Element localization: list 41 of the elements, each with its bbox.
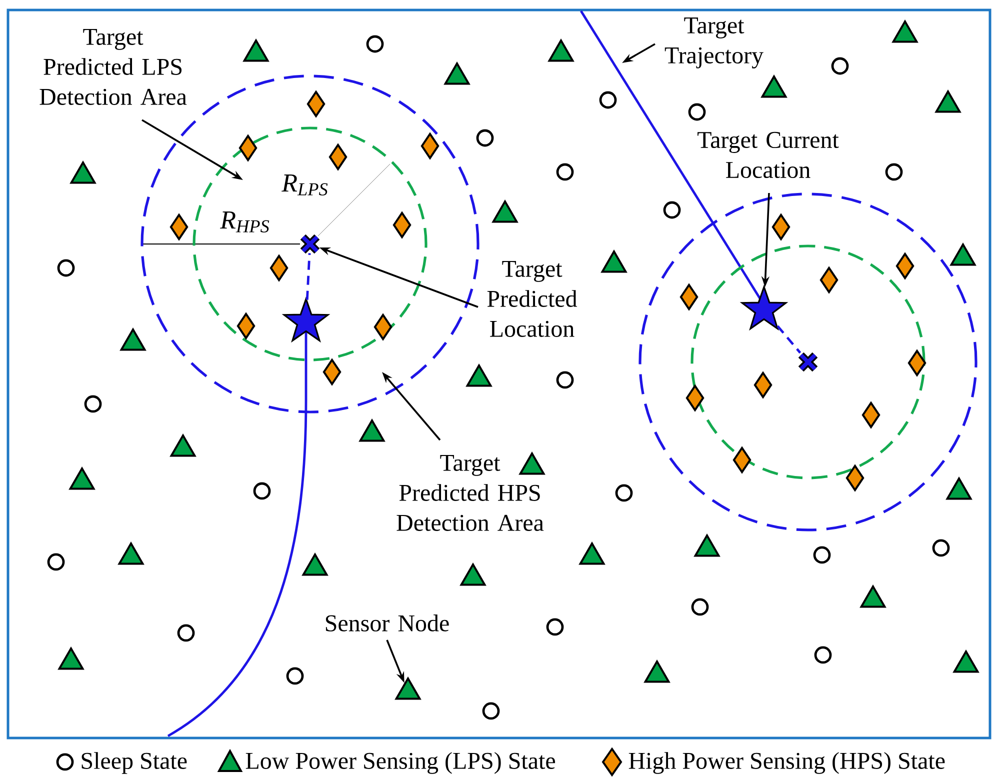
sleep-sensor: [476, 129, 494, 147]
radius-label: R$_{LPS}$: [282, 174, 328, 196]
sleep-sensor: [599, 91, 617, 109]
sleep-sensor: [831, 57, 849, 75]
predicted-path: [306, 253, 311, 300]
sleep-sensor: [663, 201, 681, 219]
sleep-sensor: [366, 35, 384, 53]
sleep-sensor: [885, 163, 903, 181]
callout-text: Target Trajectory: [664, 18, 764, 68]
detection-ring: [690, 244, 926, 480]
callout-text: Sensor Node: [326, 614, 449, 632]
sleep-sensor: [286, 667, 304, 685]
sleep-sensor: [813, 546, 831, 564]
sleep-sensor: [814, 646, 832, 664]
sleep-sensor: [691, 598, 709, 616]
callout-text: Target Predicted Location: [487, 261, 578, 337]
sleep-sensor: [688, 103, 706, 121]
sleep-sensor: [253, 482, 271, 500]
callout-text: Target Predicted HPS Detection Area: [396, 455, 544, 531]
legend-text: Low Power Sensing (LPS) State: [246, 752, 556, 774]
legend-text: High Power Sensing (HPS) State: [628, 752, 945, 774]
sleep-sensor: [932, 539, 950, 557]
cross-marker: [797, 351, 819, 373]
sleep-sensor: [482, 702, 500, 720]
cross-marker: [299, 233, 321, 255]
sleep-sensor: [177, 624, 195, 642]
detection-ring: [192, 126, 428, 362]
radius-label: R$_{HPS}$: [220, 212, 270, 232]
detection-ring: [638, 192, 978, 532]
predicted-path: [776, 325, 802, 354]
sleep-sensor: [615, 484, 633, 502]
detection-ring: [140, 74, 480, 414]
sleep-sensor: [57, 259, 75, 277]
callout-text: Target Predicted LPS Detection Area: [40, 29, 187, 105]
callout-text: Target Current Location: [698, 132, 839, 178]
sleep-sensor: [84, 395, 102, 413]
sleep-sensor: [556, 371, 574, 389]
legend-text: Sleep State: [82, 752, 187, 774]
sleep-sensor: [546, 618, 564, 636]
sleep-sensor: [556, 163, 574, 181]
sleep-sensor: [47, 553, 65, 571]
